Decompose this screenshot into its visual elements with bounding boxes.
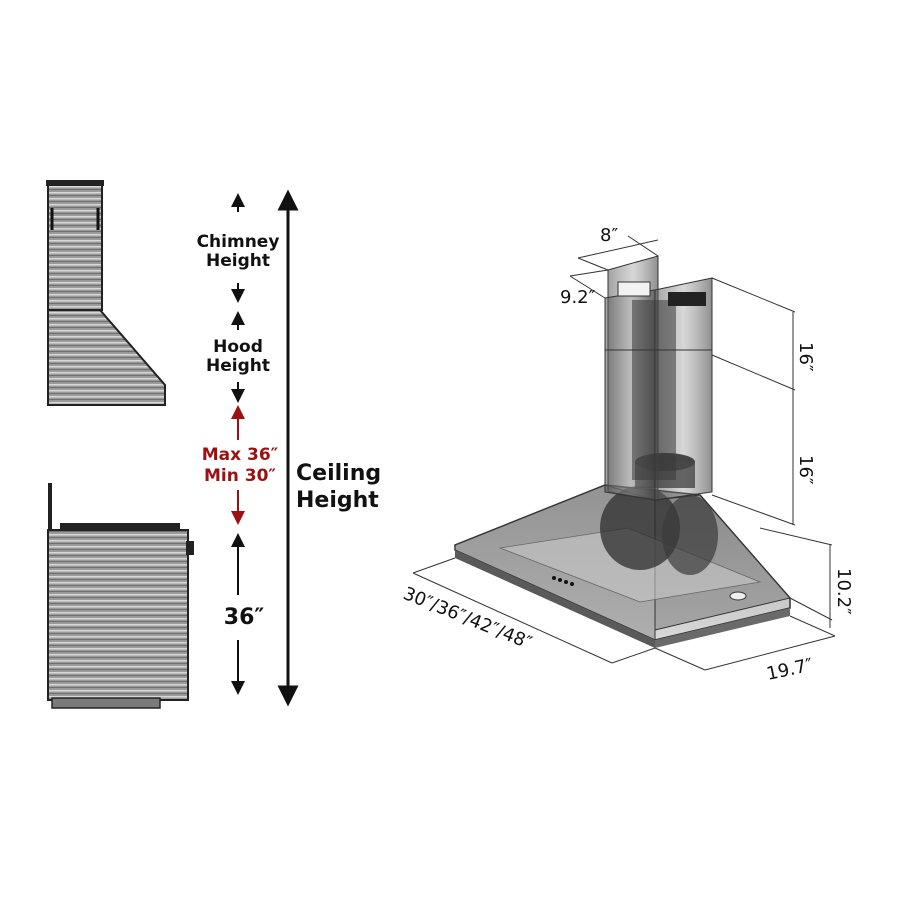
hood-height-label-2: Height: [206, 356, 270, 376]
hood-height-dim-label: 10.2″: [833, 568, 854, 615]
dimension-lines: [412, 235, 836, 671]
side-view-range: [47, 483, 194, 709]
ceiling-height-label: Ceiling: [296, 461, 381, 486]
counter-height-label: 36″: [224, 605, 265, 630]
isometric-range-hood: [454, 255, 791, 648]
hood-height-label: Hood: [213, 337, 263, 357]
chimney-width-label: 8″: [600, 225, 618, 246]
lower-chimney-height-label: 16″: [795, 455, 816, 485]
chimney-depth-label: 9.2″: [560, 287, 596, 308]
upper-chimney-height-label: 16″: [795, 342, 816, 372]
hood-depth-label: 19.7″: [765, 655, 815, 685]
clearance-min-label: Min 30″: [204, 466, 276, 486]
chimney-height-label-2: Height: [206, 251, 270, 271]
ceiling-height-label-2: Height: [296, 488, 379, 513]
chimney-height-label: Chimney: [197, 232, 280, 252]
side-view-hood: [46, 180, 166, 406]
clearance-max-label: Max 36″: [202, 445, 279, 465]
